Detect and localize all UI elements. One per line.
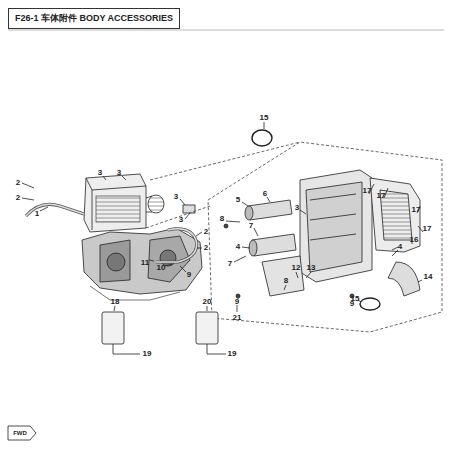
callout-number: 3 (97, 169, 103, 177)
callout-number: 5 (235, 196, 241, 204)
callout-number: 8 (283, 277, 289, 285)
callout-number: 4 (397, 243, 403, 251)
callout-number: 15 (259, 114, 270, 122)
callout-number: 12 (291, 264, 302, 272)
callout-number: 3 (294, 204, 300, 212)
callout-number: 20 (202, 298, 213, 306)
callout-number: 7 (248, 222, 254, 230)
callout-number: 8 (219, 215, 225, 223)
callout-number: 9 (349, 300, 355, 308)
callout-number: 2 (15, 194, 21, 202)
callout-number: 1 (34, 210, 40, 218)
callout-number: 17 (422, 225, 433, 233)
direction-label: FWD (12, 430, 28, 436)
callout-number: 11 (140, 259, 150, 267)
callout-number: 3 (173, 193, 179, 201)
callout-number: 14 (423, 273, 434, 281)
callout-number: 18 (110, 298, 121, 306)
callout-number: 3 (116, 169, 122, 177)
callout-number: 4 (235, 243, 241, 251)
callout-number: 19 (142, 350, 153, 358)
callout-number: 17 (362, 187, 373, 195)
callout-number: 19 (227, 350, 238, 358)
callout-number: 7 (227, 260, 233, 268)
callout-number: 3 (178, 216, 184, 224)
callout-number: 9 (234, 298, 240, 306)
callout-number: 17 (376, 192, 387, 200)
callout-number: 16 (409, 236, 420, 244)
callout-number: 21 (232, 314, 243, 322)
callout-number: 10 (156, 264, 167, 272)
callout-number: 2 (15, 179, 21, 187)
callout-number: 17 (411, 206, 422, 214)
diagram-title: F26-1 车体附件 BODY ACCESSORIES (8, 8, 180, 29)
callout-number: 2 (203, 228, 209, 236)
callout-number: 2 (203, 244, 209, 252)
callout-number: 6 (262, 190, 268, 198)
callout-number: 9 (186, 271, 192, 279)
callout-number: 13 (306, 264, 317, 272)
